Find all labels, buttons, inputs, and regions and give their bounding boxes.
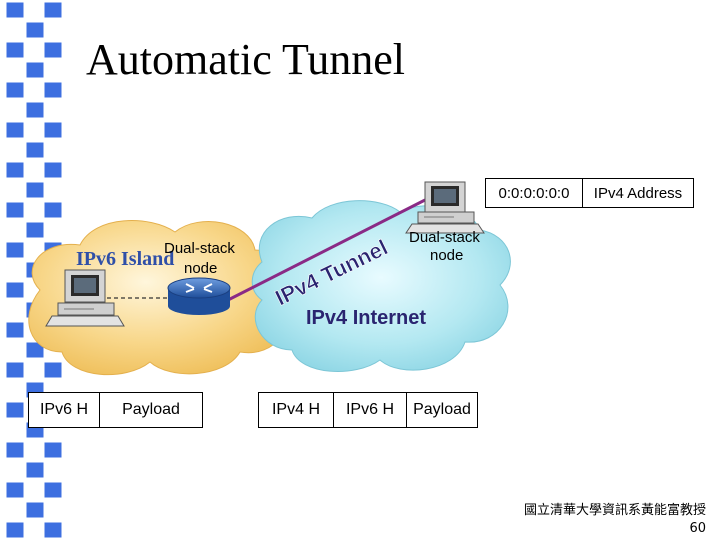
dual-stack-left-line2: node bbox=[184, 260, 218, 277]
sidebar-square bbox=[43, 121, 63, 139]
tunnel-line bbox=[227, 198, 426, 302]
sidebar-square bbox=[25, 341, 45, 359]
sidebar-square bbox=[25, 221, 45, 239]
dual-stack-host-computer-icon bbox=[405, 181, 485, 234]
ipv4-internet-label: IPv4 Internet bbox=[306, 307, 427, 329]
ipv6-prefix-field: 0:0:0:0:0:0 bbox=[485, 178, 583, 208]
sidebar-square bbox=[5, 1, 25, 19]
dual-stack-left-line1: Dual-stack bbox=[164, 240, 235, 257]
sidebar-square bbox=[5, 281, 25, 299]
sidebar-square bbox=[25, 61, 45, 79]
inner-ipv6-header-box: IPv6 H bbox=[333, 392, 407, 428]
tunneled-payload-box: Payload bbox=[406, 392, 478, 428]
ipv4-internet-cloud bbox=[251, 200, 511, 372]
sidebar-square bbox=[43, 161, 63, 179]
sidebar-square bbox=[5, 161, 25, 179]
sidebar-square bbox=[43, 81, 63, 99]
slide-footer: 國立清華大學資訊系黃能富教授 60 bbox=[524, 502, 706, 538]
sidebar-square bbox=[5, 41, 25, 59]
sidebar-square bbox=[25, 461, 45, 479]
sidebar-square bbox=[5, 521, 25, 539]
ipv6-payload-box: Payload bbox=[99, 392, 203, 428]
sidebar-square bbox=[43, 361, 63, 379]
dual-stack-right-line1: Dual-stack bbox=[409, 229, 480, 246]
sidebar-square bbox=[25, 141, 45, 159]
credit-text: 國立清華大學資訊系黃能富教授 bbox=[523, 503, 706, 518]
sidebar-square bbox=[43, 481, 63, 499]
ipv6-header-box: IPv6 H bbox=[28, 392, 100, 428]
slide-title: Automatic Tunnel bbox=[86, 35, 406, 84]
sidebar-square bbox=[5, 441, 25, 459]
page-number: 60 bbox=[689, 521, 706, 536]
sidebar-square bbox=[43, 201, 63, 219]
ipv6-host-computer-icon bbox=[45, 269, 125, 327]
sidebar-square bbox=[5, 481, 25, 499]
sidebar-square bbox=[25, 21, 45, 39]
ipv4-header-box: IPv4 H bbox=[258, 392, 334, 428]
sidebar-square bbox=[43, 521, 63, 539]
sidebar-square bbox=[43, 1, 63, 19]
ipv4-address-field: IPv4 Address bbox=[582, 178, 694, 208]
sidebar-square bbox=[25, 181, 45, 199]
dual-stack-right-line2: node bbox=[430, 247, 464, 264]
sidebar-square bbox=[25, 101, 45, 119]
sidebar-square bbox=[5, 401, 25, 419]
sidebar-square bbox=[5, 201, 25, 219]
sidebar-square bbox=[5, 81, 25, 99]
router-icon bbox=[167, 277, 231, 315]
sidebar-square bbox=[43, 41, 63, 59]
sidebar-square bbox=[43, 441, 63, 459]
sidebar-square bbox=[5, 121, 25, 139]
sidebar-square bbox=[5, 361, 25, 379]
ipv6-island-label: IPv6 Island bbox=[76, 248, 175, 270]
sidebar-square bbox=[5, 321, 25, 339]
sidebar-square bbox=[5, 241, 25, 259]
sidebar-square bbox=[25, 501, 45, 519]
